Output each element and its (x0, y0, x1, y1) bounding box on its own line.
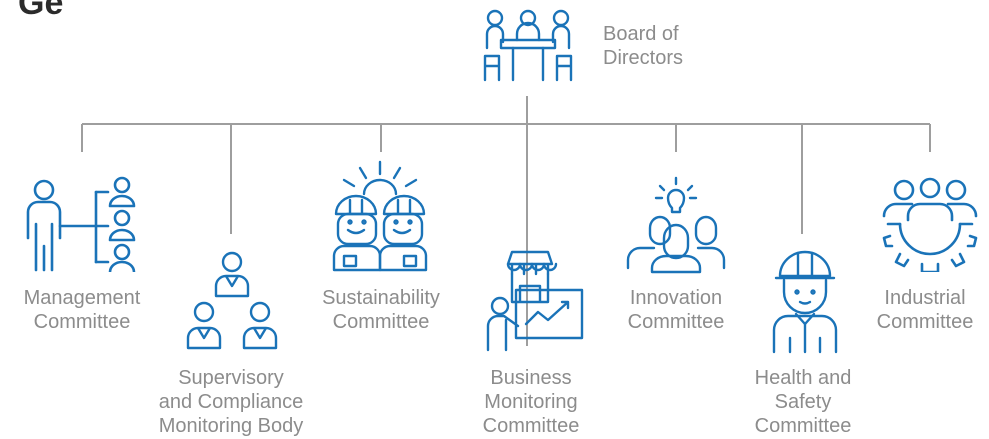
workers-sun-icon (332, 160, 428, 272)
committee-label-health: Health and Safety Committee (754, 367, 852, 437)
committee-label-supervisory: Supervisory and Compliance Monitoring Bo… (158, 367, 304, 437)
team-gear-icon (882, 177, 978, 272)
committee-label-innovation: Innovation Committee (627, 287, 725, 333)
committee-label-management: Management Committee (23, 287, 141, 333)
committee-label-industrial: Industrial Committee (876, 287, 974, 333)
store-presentation-icon (486, 250, 584, 352)
org-hierarchy-icon (26, 176, 136, 272)
board-label: Board of Directors (603, 23, 684, 69)
meeting-table-icon (483, 9, 573, 82)
committee-label-sustainability: Sustainability Committee (322, 287, 440, 333)
page-title: Ge (18, 0, 64, 22)
team-lightbulb-icon (626, 176, 726, 274)
committee-label-business: Business Monitoring Committee (482, 367, 580, 437)
hardhat-worker-icon (772, 250, 838, 354)
people-pyramid-icon (186, 251, 278, 350)
